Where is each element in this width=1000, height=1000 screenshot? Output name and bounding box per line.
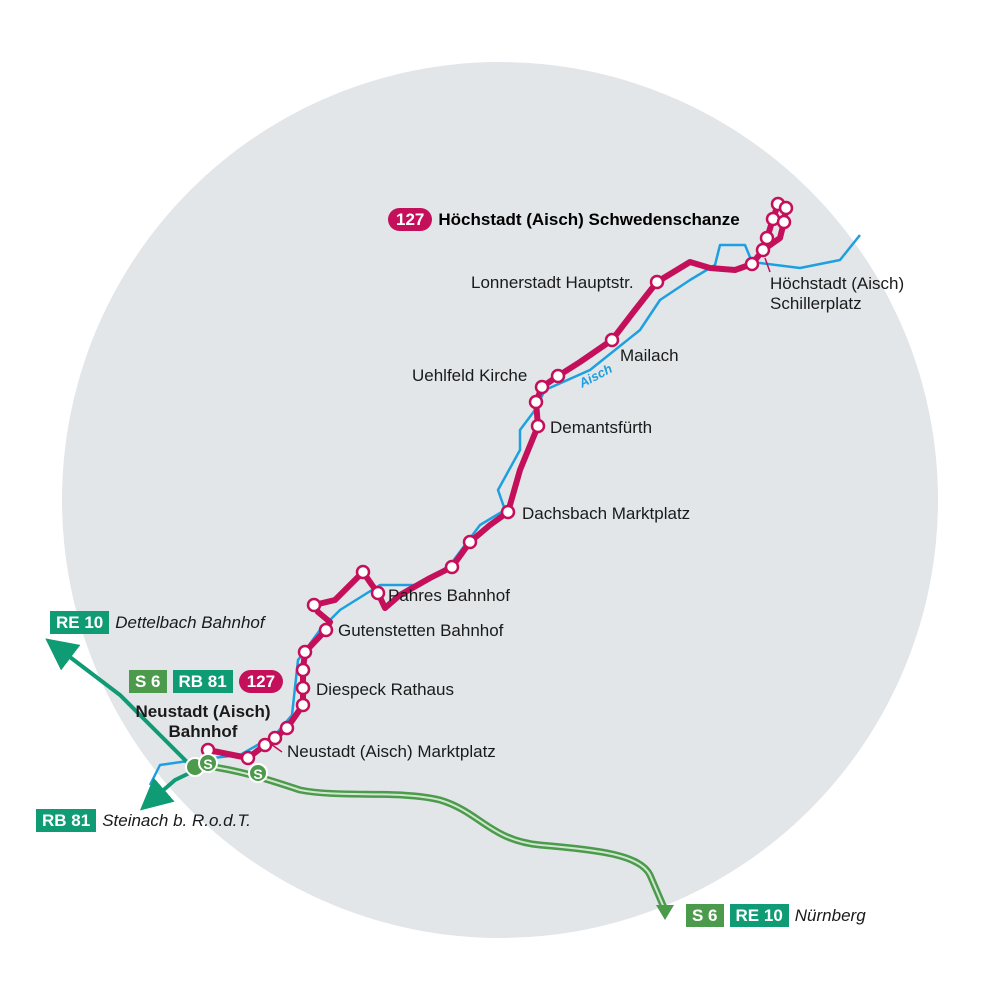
bus-stop-marker[interactable]	[257, 737, 273, 753]
stop-label-pahres[interactable]: Pahres Bahnhof	[388, 586, 510, 605]
connection-re10-dettelbach: RE 10 Dettelbach Bahnhof	[50, 611, 265, 634]
connection-nurnberg: S 6 RE 10 Nürnberg	[686, 904, 866, 927]
rb81-badge: RB 81	[36, 809, 97, 832]
stop-label-diespeck[interactable]: Diespeck Rathaus	[316, 680, 454, 699]
s-symbol: S	[203, 756, 212, 772]
route-badge-127: 127	[238, 670, 284, 693]
bus-stop-marker[interactable]	[297, 644, 313, 660]
bus-stop-marker[interactable]	[279, 720, 295, 736]
re10-badge: RE 10	[50, 611, 110, 634]
connection-rb81-steinach: RB 81 Steinach b. R.o.d.T.	[36, 809, 251, 832]
bus-stop-marker[interactable]	[530, 418, 546, 434]
bus-stop-marker[interactable]	[295, 662, 311, 678]
destination-label: Nürnberg	[794, 905, 866, 925]
stop-label-dachsbach[interactable]: Dachsbach Marktplatz	[522, 504, 691, 523]
bus-stop-marker[interactable]	[355, 564, 371, 580]
bus-stop-marker[interactable]	[759, 230, 775, 246]
route-badge-127: 127	[388, 208, 433, 231]
s6-badge: S 6	[129, 670, 167, 693]
re10-badge: RE 10	[729, 904, 789, 927]
bus-stop-marker[interactable]	[550, 368, 566, 384]
bus-stop-marker[interactable]	[444, 559, 460, 575]
stop-label-gutenstetten[interactable]: Gutenstetten Bahnhof	[338, 621, 504, 640]
bus-stop-marker[interactable]	[776, 214, 792, 230]
bus-route-127	[207, 201, 789, 761]
bus-stop-marker[interactable]	[528, 394, 544, 410]
terminus-label: 127 Höchstadt (Aisch) Schwedenschanze	[388, 208, 740, 231]
terminus-name: Höchstadt (Aisch) Schwedenschanze	[438, 209, 740, 229]
s6-badge: S 6	[686, 904, 724, 927]
bus-stops	[200, 196, 794, 766]
s-symbol: S	[253, 766, 262, 782]
stop-label-uehlfeld[interactable]: Uehlfeld Kirche	[412, 366, 528, 385]
bus-stop-marker[interactable]	[604, 332, 620, 348]
stop-label-mailach[interactable]: Mailach	[620, 346, 679, 365]
rb81-badge: RB 81	[172, 670, 233, 693]
bus-stop-marker[interactable]	[755, 242, 771, 258]
bus-stop-marker[interactable]	[778, 200, 794, 216]
s-bahn-station-icon	[185, 753, 268, 783]
bus-stop-marker[interactable]	[295, 680, 311, 696]
bus-stop-marker[interactable]	[267, 730, 283, 746]
stop-label-schillerplatz[interactable]: Höchstadt (Aisch)Schillerplatz	[770, 274, 905, 313]
bus-stop-marker[interactable]	[306, 597, 322, 613]
bus-stop-marker[interactable]	[500, 504, 516, 520]
bus-stop-marker[interactable]	[462, 534, 478, 550]
bus-stop-marker[interactable]	[744, 256, 760, 272]
stop-label-lonnerstadt[interactable]: Lonnerstadt Hauptstr.	[471, 273, 634, 292]
stop-label-demantsfurth[interactable]: Demantsfürth	[550, 418, 653, 437]
hub-badges: S 6 RB 81 127	[129, 670, 284, 693]
stop-label-neustadt-marktplatz[interactable]: Neustadt (Aisch) Marktplatz	[287, 742, 496, 761]
bus-stop-marker[interactable]	[534, 379, 550, 395]
destination-label: Steinach b. R.o.d.T.	[102, 810, 251, 830]
service-area	[62, 62, 938, 938]
destination-label: Dettelbach Bahnhof	[115, 612, 265, 632]
bus-stop-marker[interactable]	[240, 750, 256, 766]
bus-stop-marker[interactable]	[649, 274, 665, 290]
bus-stop-marker[interactable]	[295, 697, 311, 713]
river-aisch	[148, 234, 861, 786]
bus-stop-marker[interactable]	[318, 622, 334, 638]
bus-stop-marker[interactable]	[370, 585, 386, 601]
stop-label-neustadt-bahnhof[interactable]: Neustadt (Aisch)Bahnhof	[135, 702, 271, 741]
